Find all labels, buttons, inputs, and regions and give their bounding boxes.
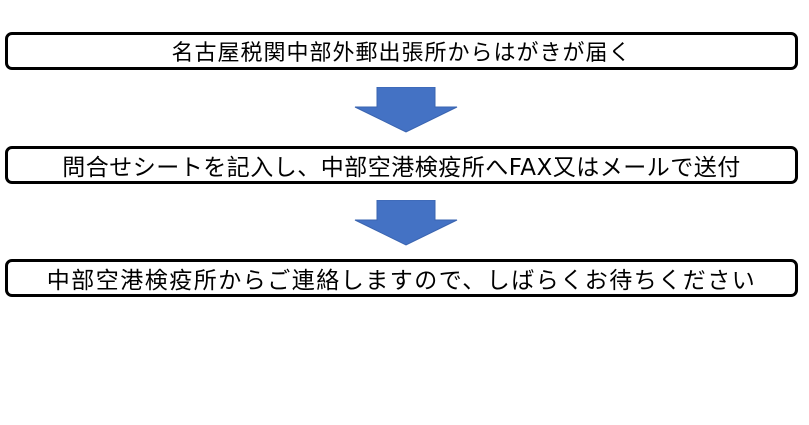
step-2-box: 問合せシートを記入し、中部空港検疫所へFAX又はメールで送付 [5, 146, 798, 184]
step-1-text: 名古屋税関中部外郵出張所からはがきが届く [171, 41, 632, 66]
step-2-text: 問合せシートを記入し、中部空港検疫所へFAX又はメールで送付 [62, 155, 741, 181]
down-arrow-icon [354, 200, 458, 246]
step-3-text: 中部空港検疫所からご連絡しますので、しばらくお待ちください [46, 268, 757, 294]
step-3-box: 中部空港検疫所からご連絡しますので、しばらくお待ちください [5, 259, 798, 297]
step-1-box: 名古屋税関中部外郵出張所からはがきが届く [5, 32, 798, 70]
down-arrow-icon [354, 87, 458, 133]
